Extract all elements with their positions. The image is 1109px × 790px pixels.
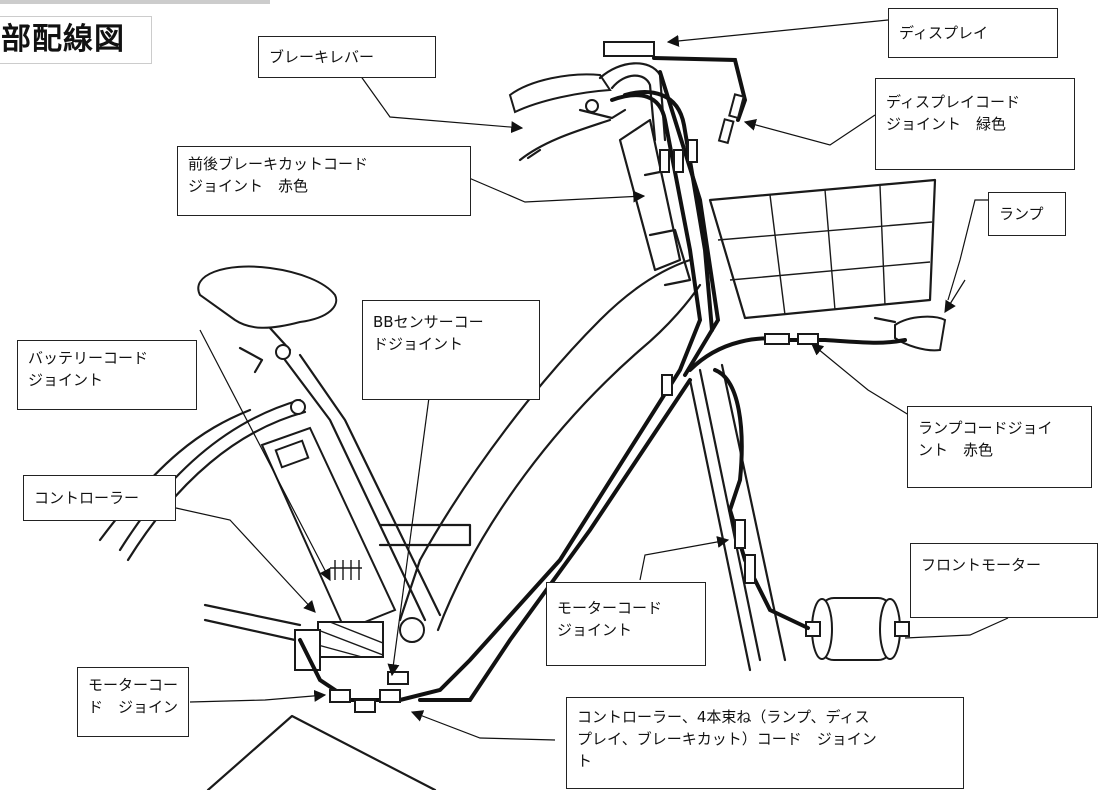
handlebar bbox=[508, 73, 612, 114]
label-lamp-cord-joint: ランプコードジョイ ント 赤色 bbox=[907, 406, 1092, 488]
saddle bbox=[197, 265, 338, 329]
label-brake-cut-cord-joint: 前後ブレーキカットコード ジョイント 赤色 bbox=[177, 146, 471, 216]
label-controller: コントローラー bbox=[23, 475, 176, 521]
label-front-motor: フロントモーター bbox=[910, 543, 1098, 618]
basket bbox=[708, 178, 937, 320]
label-motor-cord-joint-front: モーターコード ジョイント bbox=[546, 582, 706, 666]
brake-lever bbox=[518, 118, 612, 162]
label-brake-lever: ブレーキレバー bbox=[258, 36, 436, 78]
down-tube bbox=[418, 258, 692, 562]
front-motor-hub bbox=[805, 597, 910, 661]
page-title: 部配線図 bbox=[0, 16, 152, 64]
label-motor-cord-joint-rear: モーターコー ド ジョイン bbox=[77, 667, 189, 737]
label-display-cord-joint: ディスプレイコード ジョイント 緑色 bbox=[875, 78, 1075, 170]
label-controller-bundle-cord-joint: コントローラー、4本束ね（ランプ、ディス プレイ、ブレーキカット）コード ジョイ… bbox=[566, 697, 964, 789]
label-display: ディスプレイ bbox=[888, 8, 1058, 58]
lamp-body bbox=[894, 315, 947, 352]
bottom-callout-lines bbox=[206, 714, 437, 790]
leader-lines bbox=[175, 19, 1009, 741]
head-tube bbox=[618, 118, 682, 272]
seat-tube bbox=[283, 358, 427, 622]
display-unit bbox=[603, 41, 655, 57]
battery bbox=[260, 426, 397, 632]
label-bb-sensor-cord-joint: BBセンサーコー ドジョイント bbox=[362, 300, 540, 400]
label-lamp: ランプ bbox=[988, 192, 1066, 236]
label-battery-cord-joint: バッテリーコード ジョイント bbox=[17, 340, 197, 410]
